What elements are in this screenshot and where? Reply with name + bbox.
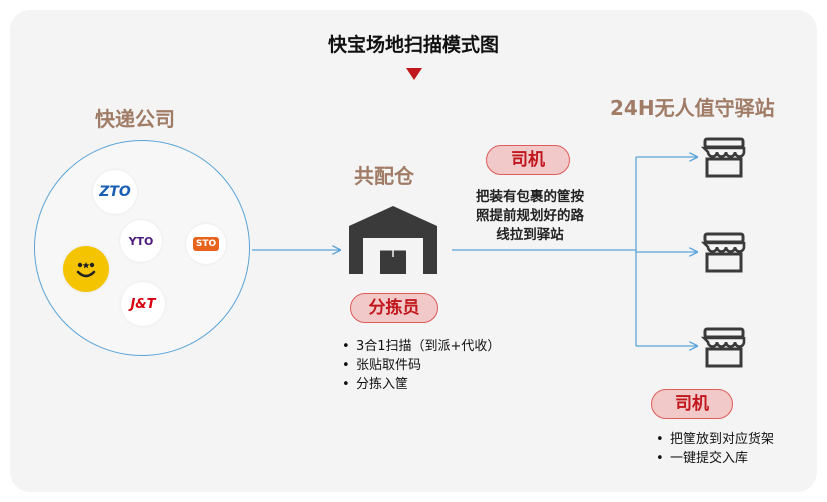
sto-logo: STO	[186, 224, 226, 264]
station-store-icon	[701, 232, 746, 273]
title-arrow-icon	[406, 68, 422, 80]
yto-logo: YTO	[120, 220, 162, 262]
warehouse-icon	[349, 206, 437, 274]
driver2-task: 一键提交入库	[654, 449, 774, 468]
sorter-task: 张贴取件码	[340, 356, 500, 375]
sorter-label: 分拣员	[350, 293, 438, 323]
zto-logo: ZTO	[93, 170, 137, 214]
sorter-task: 3合1扫描（到派+代收）	[340, 337, 500, 356]
driver1-note-line: 照提前规划好的路	[476, 208, 584, 224]
jt-logo: J&T	[121, 282, 165, 326]
driver1-note-line: 线拉到驿站	[496, 227, 564, 243]
yunda-face-icon	[76, 262, 96, 278]
sorter-task-list: 3合1扫描（到派+代收） 张贴取件码 分拣入筐	[340, 337, 500, 394]
station-store-icon	[701, 137, 746, 178]
diagram-title: 快宝场地扫描模式图	[327, 34, 499, 56]
driver2-task: 把筐放到对应货架	[654, 430, 774, 449]
station-store-icon	[701, 327, 746, 368]
driver1-note: 把装有包裹的筐按 照提前规划好的路 线拉到驿站	[468, 188, 592, 245]
driver1-note-line: 把装有包裹的筐按	[476, 189, 584, 205]
sorter-task: 分拣入筐	[340, 375, 500, 394]
companies-heading: 快递公司	[95, 107, 175, 131]
stations-heading: 24H无人值守驿站	[610, 96, 775, 120]
driver1-label: 司机	[486, 145, 570, 175]
warehouse-heading: 共配仓	[354, 164, 414, 188]
driver2-task-list: 把筐放到对应货架 一键提交入库	[654, 430, 774, 468]
yunda-logo	[63, 246, 109, 292]
driver2-label: 司机	[651, 389, 733, 419]
